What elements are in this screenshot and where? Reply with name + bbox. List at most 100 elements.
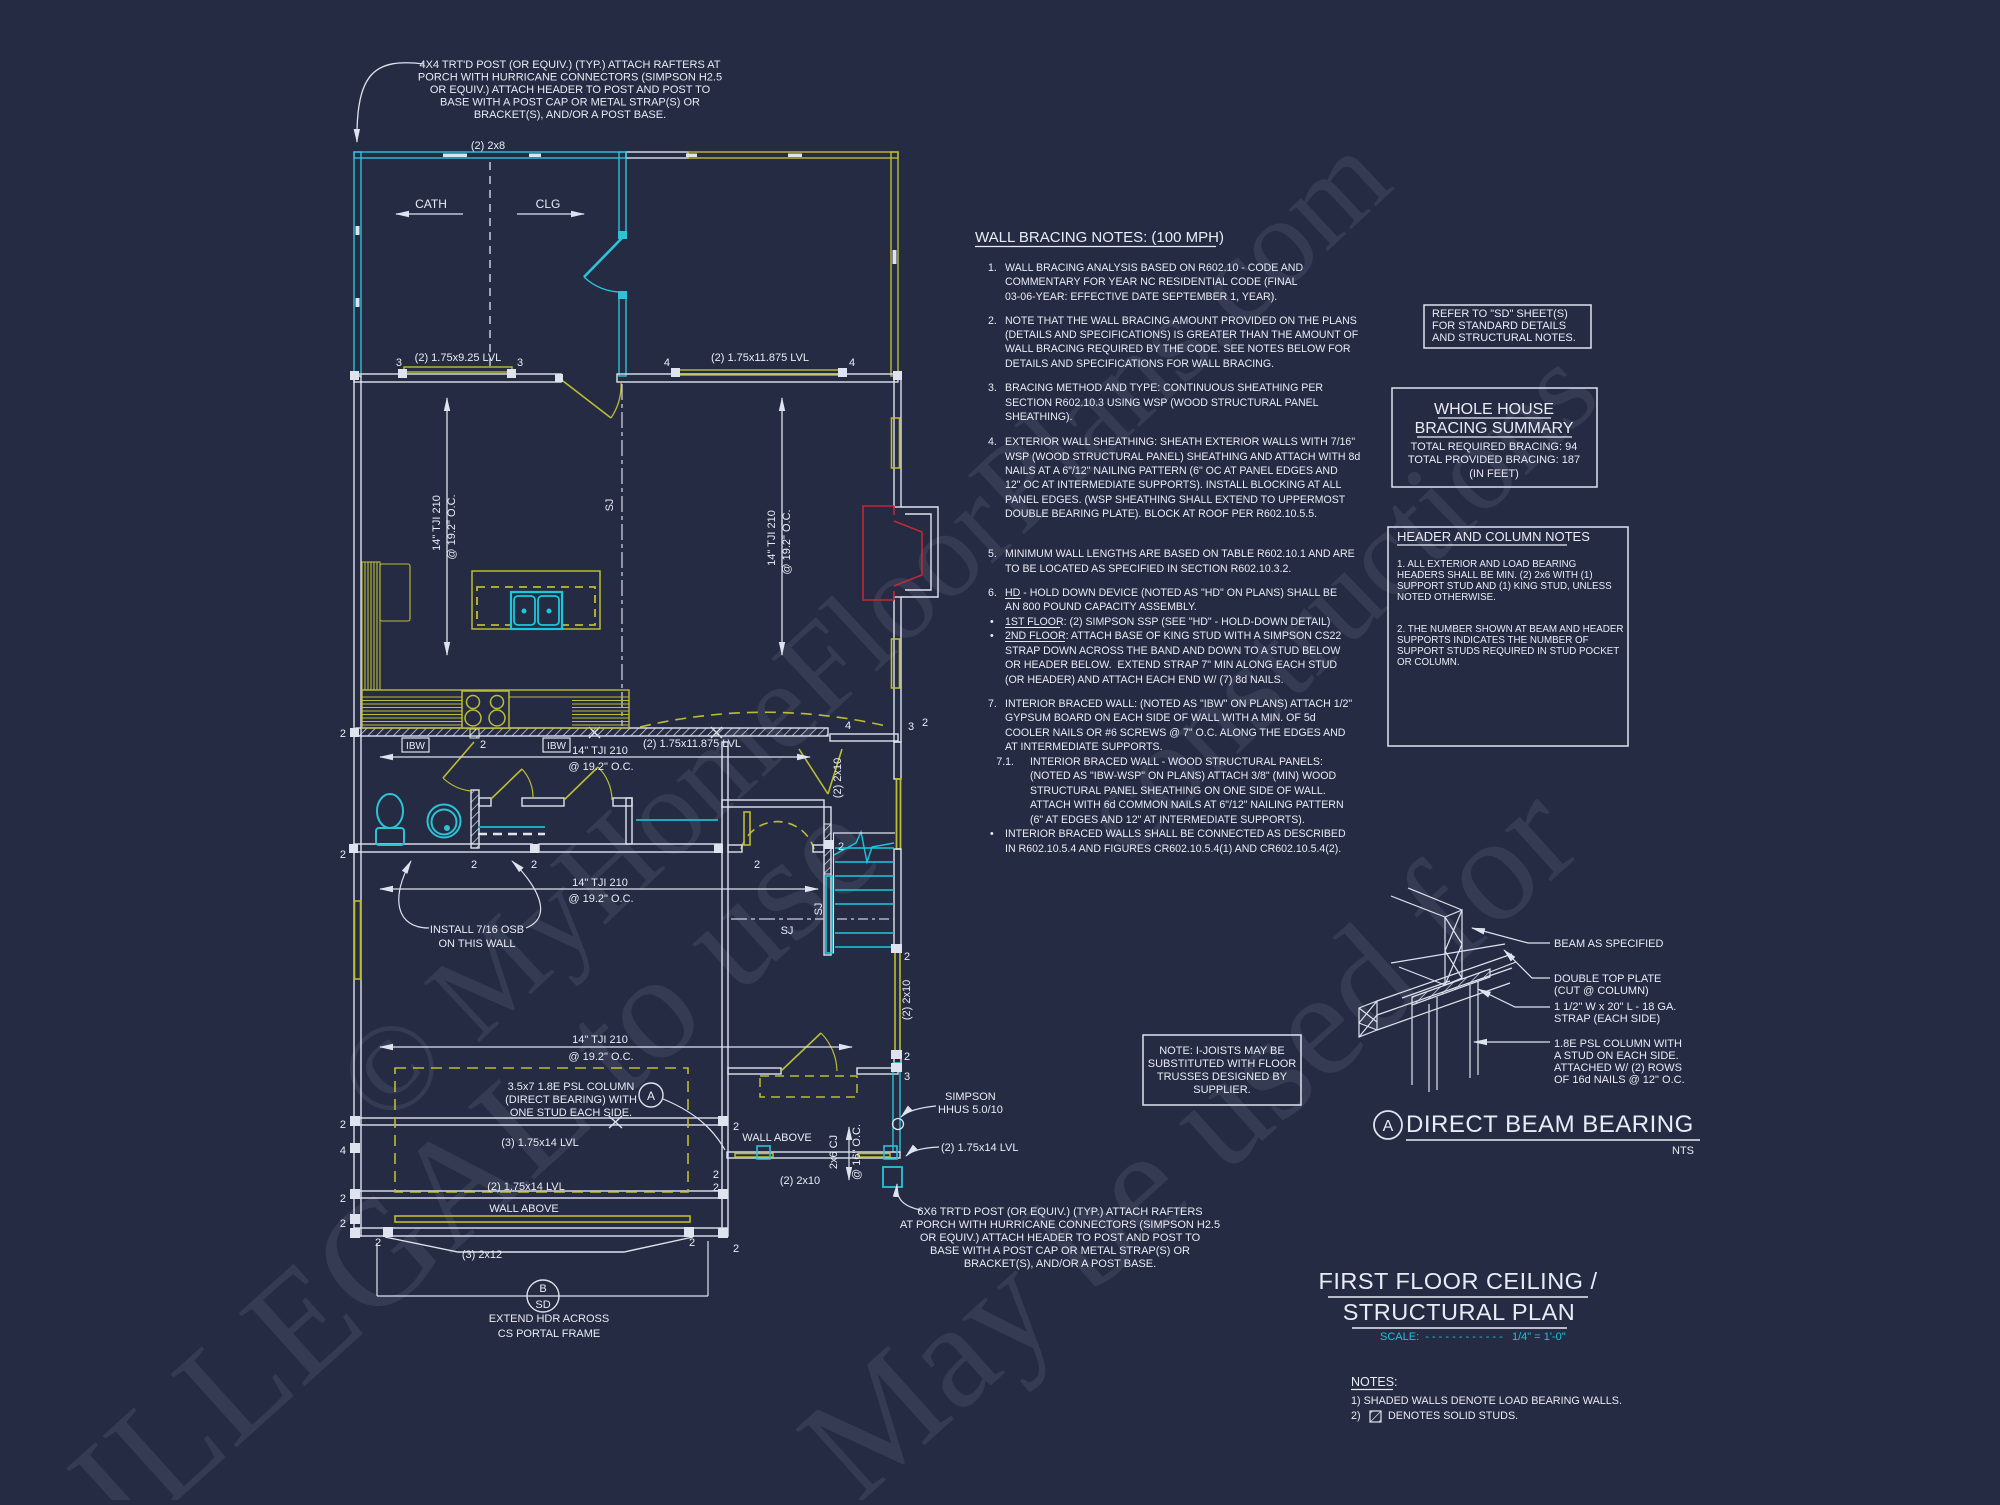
svg-text:@ 19.2" O.C.: @ 19.2" O.C. bbox=[781, 509, 793, 574]
svg-text:SJ: SJ bbox=[813, 903, 825, 916]
svg-text:ATTACHED W/ (2) ROWS: ATTACHED W/ (2) ROWS bbox=[1554, 1062, 1682, 1074]
svg-text:SCALE: - - - - - - - - - - -: SCALE: - - - - - - - - - - - - 1/4" = 1'… bbox=[1380, 1331, 1566, 1343]
svg-text:A: A bbox=[647, 1089, 655, 1103]
svg-text:2: 2 bbox=[340, 728, 346, 740]
svg-text:2: 2 bbox=[904, 1051, 910, 1063]
svg-text:NOTE: I-JOISTS MAY BE: NOTE: I-JOISTS MAY BE bbox=[1159, 1045, 1285, 1057]
svg-text:3.5x7 1.8E PSL COLUMN: 3.5x7 1.8E PSL COLUMN bbox=[508, 1081, 635, 1093]
svg-text:STRUCTURAL PLAN: STRUCTURAL PLAN bbox=[1343, 1299, 1576, 1325]
svg-text:12" OC AT INTERMEDIATE SUPPORT: 12" OC AT INTERMEDIATE SUPPORTS). INSTAL… bbox=[1005, 479, 1341, 491]
svg-text:1) SHADED WALLS DENOTE LOAD BE: 1) SHADED WALLS DENOTE LOAD BEARING WALL… bbox=[1351, 1395, 1622, 1407]
svg-text:1ST FLOOR: (2) SIMPSON SSP (SE: 1ST FLOOR: (2) SIMPSON SSP (SEE "HD" - H… bbox=[1005, 616, 1330, 628]
svg-text:3: 3 bbox=[517, 357, 523, 369]
svg-text:2: 2 bbox=[838, 841, 844, 853]
svg-text:7.1.: 7.1. bbox=[996, 756, 1014, 768]
svg-text:4: 4 bbox=[340, 1145, 346, 1157]
svg-text:BRACING SUMMARY: BRACING SUMMARY bbox=[1415, 420, 1574, 437]
svg-text:GYPSUM BOARD ON EACH SIDE OF W: GYPSUM BOARD ON EACH SIDE OF WALL WITH A… bbox=[1005, 712, 1316, 724]
svg-text:INSTALL 7/16 OSB: INSTALL 7/16 OSB bbox=[430, 924, 524, 936]
svg-text:2: 2 bbox=[904, 951, 910, 963]
svg-text:A: A bbox=[1383, 1118, 1394, 1135]
svg-text:2: 2 bbox=[713, 1182, 719, 1194]
svg-text:2: 2 bbox=[375, 1237, 381, 1249]
svg-text:SJ: SJ bbox=[604, 499, 616, 512]
svg-text:HHUS 5.0/10: HHUS 5.0/10 bbox=[938, 1104, 1003, 1116]
svg-text:(2) 2x10: (2) 2x10 bbox=[780, 1175, 820, 1187]
svg-text:(DETAILS AND SPECIFICATIONS) I: (DETAILS AND SPECIFICATIONS) IS GREATER … bbox=[1005, 329, 1359, 341]
svg-text:14" TJI 210: 14" TJI 210 bbox=[572, 877, 628, 889]
svg-text:1.: 1. bbox=[988, 262, 997, 274]
svg-text:TO BE LOCATED AS SPECIFIED IN: TO BE LOCATED AS SPECIFIED IN SECTION R6… bbox=[1005, 563, 1291, 575]
svg-text:4: 4 bbox=[845, 720, 851, 732]
svg-text:@ 19.2" O.C.: @ 19.2" O.C. bbox=[568, 893, 633, 905]
svg-text:EXTEND HDR ACROSS: EXTEND HDR ACROSS bbox=[489, 1313, 609, 1325]
svg-text:6X6 TRT'D POST (OR EQUIV.) (TY: 6X6 TRT'D POST (OR EQUIV.) (TYP.) ATTACH… bbox=[917, 1206, 1202, 1218]
svg-text:CS PORTAL FRAME: CS PORTAL FRAME bbox=[498, 1328, 600, 1340]
svg-text:NOTES:: NOTES: bbox=[1351, 1375, 1398, 1389]
svg-text:HD - HOLD DOWN DEVICE (NOTED A: HD - HOLD DOWN DEVICE (NOTED AS "HD" ON … bbox=[1005, 587, 1337, 599]
svg-text:2: 2 bbox=[689, 1237, 695, 1249]
svg-text:(CUT @ COLUMN): (CUT @ COLUMN) bbox=[1554, 985, 1649, 997]
svg-text:WALL BRACING ANALYSIS BASED ON: WALL BRACING ANALYSIS BASED ON R602.10 -… bbox=[1005, 262, 1303, 274]
svg-text:AND STRUCTURAL NOTES.: AND STRUCTURAL NOTES. bbox=[1432, 332, 1576, 344]
svg-text:SJ: SJ bbox=[781, 925, 794, 937]
svg-text:OR EQUIV.) ATTACH HEADER TO PO: OR EQUIV.) ATTACH HEADER TO POST AND POS… bbox=[430, 84, 711, 96]
svg-text:14" TJI 210: 14" TJI 210 bbox=[431, 495, 443, 551]
svg-text:NAILS AT A 6"/12" NAILING PATT: NAILS AT A 6"/12" NAILING PATTERN (6" OC… bbox=[1005, 465, 1338, 477]
svg-text:AT PORCH WITH HURRICANE CONNEC: AT PORCH WITH HURRICANE CONNECTORS (SIMP… bbox=[900, 1219, 1220, 1231]
svg-text:7.: 7. bbox=[988, 698, 997, 710]
svg-text:•: • bbox=[990, 828, 994, 840]
svg-text:1 1/2" W x 20" L - 18 GA.: 1 1/2" W x 20" L - 18 GA. bbox=[1554, 1001, 1676, 1013]
svg-text:•: • bbox=[990, 616, 994, 628]
svg-text:4: 4 bbox=[664, 357, 670, 369]
svg-text:(DIRECT BEARING) WITH: (DIRECT BEARING) WITH bbox=[505, 1094, 637, 1106]
svg-text:WALL BRACING REQUIRED BY THE C: WALL BRACING REQUIRED BY THE CODE. SEE N… bbox=[1005, 343, 1351, 355]
svg-text:WHOLE HOUSE: WHOLE HOUSE bbox=[1434, 401, 1554, 418]
svg-text:03-06-YEAR: EFFECTIVE DATE SEP: 03-06-YEAR: EFFECTIVE DATE SEPTEMBER 1, … bbox=[1005, 291, 1277, 303]
svg-text:3: 3 bbox=[908, 721, 914, 733]
svg-text:(2) 2x10: (2) 2x10 bbox=[832, 758, 844, 798]
svg-text:INTERIOR BRACED WALLS SHALL BE: INTERIOR BRACED WALLS SHALL BE CONNECTED… bbox=[1005, 828, 1346, 840]
svg-text:SUPPORTS INDICATES THE NUMBER: SUPPORTS INDICATES THE NUMBER OF bbox=[1397, 635, 1589, 646]
svg-text:MINIMUM WALL LENGTHS ARE BASED: MINIMUM WALL LENGTHS ARE BASED ON TABLE … bbox=[1005, 548, 1355, 560]
svg-text:14" TJI 210: 14" TJI 210 bbox=[572, 745, 628, 757]
svg-text:CLG: CLG bbox=[536, 197, 561, 211]
svg-text:1. ALL EXTERIOR AND LOAD BEARI: 1. ALL EXTERIOR AND LOAD BEARING bbox=[1397, 559, 1576, 570]
svg-text:2: 2 bbox=[340, 1193, 346, 1205]
svg-text:2ND FLOOR: ATTACH BASE OF KING: 2ND FLOOR: ATTACH BASE OF KING STUD WITH… bbox=[1005, 630, 1341, 642]
svg-text:4: 4 bbox=[849, 357, 855, 369]
svg-text:BASE WITH A POST CAP OR METAL: BASE WITH A POST CAP OR METAL STRAP(S) O… bbox=[440, 97, 700, 109]
svg-text:DIRECT BEAM BEARING: DIRECT BEAM BEARING bbox=[1406, 1111, 1694, 1138]
svg-text:2: 2 bbox=[713, 1169, 719, 1181]
svg-text:INTERIOR BRACED WALL - WOOD ST: INTERIOR BRACED WALL - WOOD STRUCTURAL P… bbox=[1030, 756, 1323, 768]
svg-text:PANEL EDGES. (WSP SHEATHING SH: PANEL EDGES. (WSP SHEATHING SHALL EXTEND… bbox=[1005, 494, 1346, 506]
svg-text:2: 2 bbox=[754, 859, 760, 871]
svg-text:(IN FEET): (IN FEET) bbox=[1469, 468, 1519, 480]
svg-text:TOTAL PROVIDED BRACING: 187: TOTAL PROVIDED BRACING: 187 bbox=[1408, 454, 1580, 466]
svg-text:SIMPSON: SIMPSON bbox=[945, 1091, 996, 1103]
svg-text:2: 2 bbox=[922, 717, 928, 729]
svg-text:WALL ABOVE: WALL ABOVE bbox=[742, 1132, 812, 1144]
svg-text:DOUBLE BEARING PLATE). BLOCK A: DOUBLE BEARING PLATE). BLOCK AT ROOF PER… bbox=[1005, 508, 1317, 520]
svg-text:NTS: NTS bbox=[1672, 1145, 1694, 1157]
svg-text:•: • bbox=[990, 630, 994, 642]
svg-text:CATH: CATH bbox=[415, 197, 447, 211]
svg-text:IBW: IBW bbox=[406, 741, 425, 752]
svg-text:COMMENTARY FOR YEAR NC RESIDEN: COMMENTARY FOR YEAR NC RESIDENTIAL CODE … bbox=[1005, 276, 1298, 288]
svg-text:SHEATHING).: SHEATHING). bbox=[1005, 411, 1073, 423]
svg-text:4X4 TRT'D POST (OR EQUIV.) (TY: 4X4 TRT'D POST (OR EQUIV.) (TYP.) ATTACH… bbox=[420, 59, 721, 71]
svg-text:2. THE NUMBER SHOWN AT BEAM AN: 2. THE NUMBER SHOWN AT BEAM AND HEADER bbox=[1397, 624, 1623, 635]
svg-text:OF 16d NAILS @ 12" O.C.: OF 16d NAILS @ 12" O.C. bbox=[1554, 1074, 1685, 1086]
svg-text:WALL ABOVE: WALL ABOVE bbox=[489, 1203, 559, 1215]
svg-text:SUPPORT STUDS REQUIRED IN STUD: SUPPORT STUDS REQUIRED IN STUD POCKET bbox=[1397, 646, 1619, 657]
svg-text:2): 2) bbox=[1351, 1410, 1361, 1422]
svg-text:ON THIS WALL: ON THIS WALL bbox=[438, 938, 515, 950]
svg-text:(3) 1.75x14 LVL: (3) 1.75x14 LVL bbox=[501, 1137, 578, 1149]
svg-text:2: 2 bbox=[733, 1243, 739, 1255]
svg-text:WALL BRACING NOTES: (100 MPH): WALL BRACING NOTES: (100 MPH) bbox=[975, 229, 1224, 246]
svg-text:(3) 2x12: (3) 2x12 bbox=[462, 1249, 502, 1261]
svg-text:2: 2 bbox=[480, 739, 486, 751]
svg-text:DETAILS AND SPECIFICATIONS FOR: DETAILS AND SPECIFICATIONS FOR WALL BRAC… bbox=[1005, 358, 1274, 370]
svg-text:AN 800 POUND CAPACITY ASSEMBLY: AN 800 POUND CAPACITY ASSEMBLY. bbox=[1005, 601, 1197, 613]
svg-text:TOTAL REQUIRED BRACING: 94: TOTAL REQUIRED BRACING: 94 bbox=[1411, 441, 1578, 453]
